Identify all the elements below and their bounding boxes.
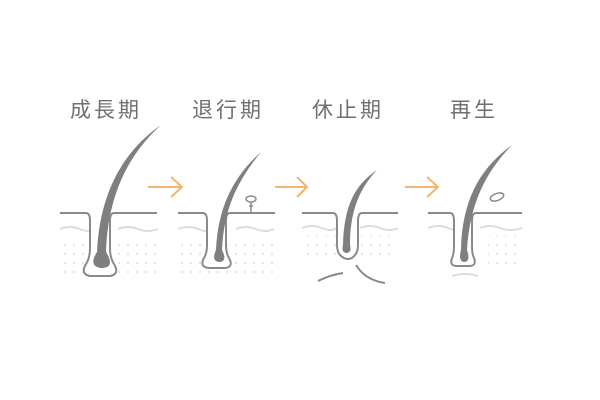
skin-dots bbox=[360, 236, 396, 258]
stage-label-anagen: 成長期 bbox=[70, 98, 142, 122]
follicle bbox=[428, 212, 522, 267]
follicle bbox=[178, 212, 275, 269]
stage-label-telogen: 休止期 bbox=[312, 98, 384, 122]
arrow-icon bbox=[275, 176, 309, 198]
shed-hair bbox=[245, 195, 257, 203]
skin-dots bbox=[306, 236, 336, 258]
shed-hair bbox=[489, 192, 505, 202]
stage-label-catagen: 退行期 bbox=[192, 98, 264, 122]
detached-bulb-lines bbox=[317, 264, 386, 284]
stage-label-regrowth: 再生 bbox=[450, 98, 498, 122]
stage-telogen bbox=[301, 170, 399, 284]
skin-wave bbox=[301, 225, 399, 231]
stage-anagen bbox=[59, 125, 161, 278]
stage-catagen bbox=[177, 152, 275, 274]
arrow-icon bbox=[148, 176, 184, 198]
hair bbox=[460, 145, 512, 262]
hair bbox=[342, 170, 377, 253]
hair bbox=[93, 125, 161, 268]
skin-dots bbox=[488, 236, 522, 266]
stage-regrowth bbox=[427, 145, 523, 277]
follicle bbox=[60, 212, 157, 277]
hair bbox=[214, 152, 261, 262]
arrow-icon bbox=[405, 176, 440, 198]
skin-wave bbox=[451, 273, 479, 277]
skin-wave bbox=[427, 225, 523, 231]
